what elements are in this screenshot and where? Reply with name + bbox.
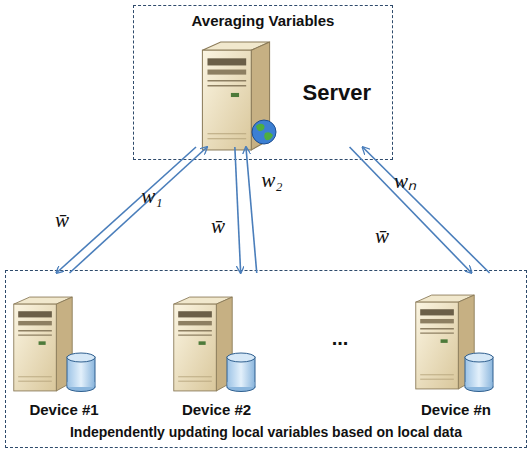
device-icon <box>14 297 72 391</box>
update-arrow <box>363 147 490 273</box>
node-label: Device #n <box>421 401 491 418</box>
weight-label: w̄ <box>375 224 389 249</box>
server-node: Server <box>196 39 381 147</box>
update-arrow <box>246 147 257 273</box>
weight-label: w̄ <box>55 208 69 233</box>
node-label: Device #1 <box>29 401 98 418</box>
ellipsis-label: ... <box>332 327 349 350</box>
weight-label: w₂ <box>261 168 282 193</box>
node-label: Averaging Variables <box>192 12 335 29</box>
update-arrow <box>70 147 208 273</box>
device-node: Device #n <box>396 273 516 418</box>
update-arrow <box>56 147 196 273</box>
device-icon <box>174 297 232 391</box>
globe-icon <box>252 120 276 144</box>
device-node: Device #2 <box>159 273 274 418</box>
device-node: Device #1 <box>9 273 119 418</box>
database-icon <box>227 353 255 392</box>
weight-label: w₁ <box>141 184 162 209</box>
device-group-box: Independently updating local variables b… <box>5 270 527 448</box>
weight-label: wₙ <box>394 166 416 194</box>
node-label: Device #2 <box>182 401 251 418</box>
node-label: Independently updating local variables b… <box>70 424 462 440</box>
update-arrow <box>350 147 472 273</box>
weight-label: w̄ <box>211 214 225 239</box>
server-group-box: Averaging VariablesServer <box>133 5 393 160</box>
database-icon <box>465 353 493 392</box>
update-arrow <box>235 147 241 273</box>
node-label: Server <box>302 80 371 106</box>
database-icon <box>67 353 95 392</box>
